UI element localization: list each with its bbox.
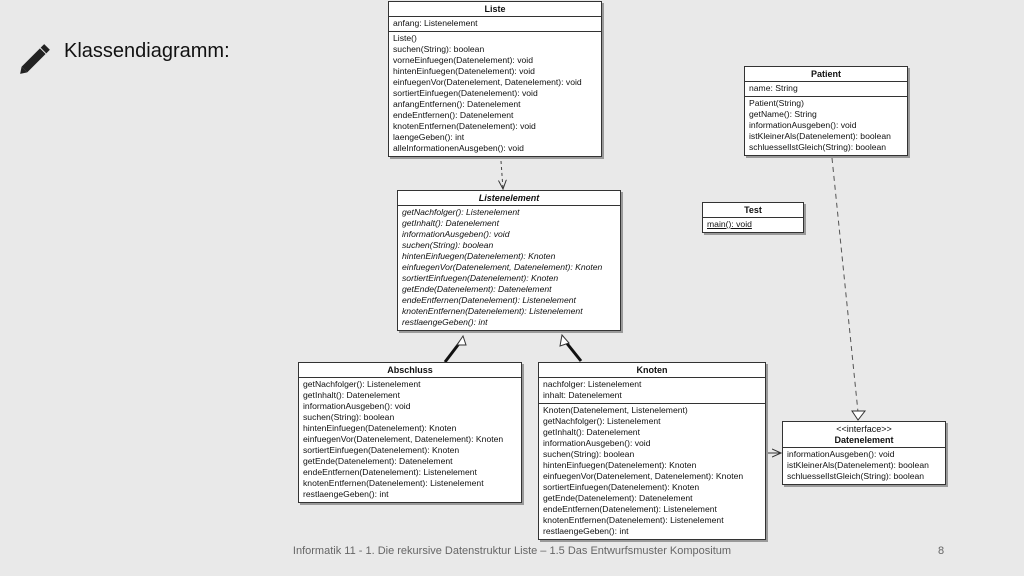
edge-knoten-listenelement	[563, 340, 583, 362]
method: schluesselIstGleich(String): boolean	[749, 142, 887, 152]
method: istKleinerAls(Datenelement): boolean	[749, 131, 891, 141]
method: einfuegenVor(Datenelement, Datenelement)…	[543, 471, 744, 481]
methods: main(): void	[703, 218, 803, 232]
method: suchen(String): boolean	[393, 44, 485, 54]
attribute: anfang: Listenelement	[393, 18, 478, 28]
class-name: Patient	[745, 67, 907, 82]
class-name: Knoten	[539, 363, 765, 378]
method: informationAusgeben(): void	[749, 120, 857, 130]
method: restlaengeGeben(): int	[303, 489, 389, 499]
method: sortiertEinfuegen(Datenelement): Knoten	[402, 273, 559, 283]
method: getNachfolger(): Listenelement	[402, 207, 520, 217]
method: sortiertEinfuegen(Datenelement): Knoten	[543, 482, 700, 492]
method: informationAusgeben(): void	[787, 449, 895, 459]
methods: Liste() suchen(String): boolean vorneEin…	[389, 32, 601, 156]
method: endeEntfernen(): Datenelement	[393, 110, 514, 120]
method: restlaengeGeben(): int	[402, 317, 488, 327]
attributes: anfang: Listenelement	[389, 17, 601, 32]
class-patient[interactable]: Patient name: String Patient(String) get…	[744, 66, 908, 156]
method: schluesselIstGleich(String): boolean	[787, 471, 925, 481]
method: hintenEinfuegen(Datenelement): Knoten	[543, 460, 697, 470]
stereotype: <<interface>>	[836, 424, 892, 434]
method: Patient(String)	[749, 98, 804, 108]
method: einfuegenVor(Datenelement, Datenelement)…	[393, 77, 582, 87]
methods: getNachfolger(): Listenelement getInhalt…	[398, 206, 620, 330]
methods: Patient(String) getName(): String inform…	[745, 97, 907, 155]
methods: informationAusgeben(): void istKleinerAl…	[783, 448, 945, 484]
method: knotenEntfernen(Datenelement): Listenele…	[402, 306, 583, 316]
attribute: name: String	[749, 83, 798, 93]
method: knotenEntfernen(Datenelement): Listenele…	[543, 515, 724, 525]
method: Liste()	[393, 33, 417, 43]
method: alleInformationenAusgeben(): void	[393, 143, 524, 153]
method: knotenEntfernen(Datenelement): Listenele…	[303, 478, 484, 488]
pencil-icon	[20, 44, 50, 74]
method: einfuegenVor(Datenelement, Datenelement)…	[402, 262, 603, 272]
attribute: inhalt: Datenelement	[543, 390, 622, 400]
class-name: Test	[703, 203, 803, 218]
method: main(): void	[707, 219, 752, 229]
method: endeEntfernen(Datenelement): Listeneleme…	[543, 504, 717, 514]
interface-datenelement[interactable]: <<interface>> Datenelement informationAu…	[782, 421, 946, 485]
edge-liste-listenelement	[501, 160, 503, 189]
method: anfangEntfernen(): Datenelement	[393, 99, 521, 109]
method: restlaengeGeben(): int	[543, 526, 629, 536]
realization-arrowhead	[851, 410, 867, 421]
class-name: Liste	[389, 2, 601, 17]
page-number: 8	[938, 545, 945, 557]
method: getEnde(Datenelement): Datenelement	[402, 284, 552, 294]
method: informationAusgeben(): void	[303, 401, 411, 411]
methods: getNachfolger(): Listenelement getInhalt…	[299, 378, 521, 502]
class-knoten[interactable]: Knoten nachfolger: Listenelement inhalt:…	[538, 362, 766, 540]
attribute: nachfolger: Listenelement	[543, 379, 642, 389]
method: istKleinerAls(Datenelement): boolean	[787, 460, 929, 470]
method: vorneEinfuegen(Datenelement): void	[393, 55, 533, 65]
method: getInhalt(): Datenelement	[543, 427, 640, 437]
method: laengeGeben(): int	[393, 132, 465, 142]
method: endeEntfernen(Datenelement): Listeneleme…	[303, 467, 477, 477]
method: getEnde(Datenelement): Datenelement	[543, 493, 693, 503]
slide-title: Klassendiagramm:	[64, 40, 230, 62]
method: sortiertEinfuegen(Datenelement): void	[393, 88, 538, 98]
method: getEnde(Datenelement): Datenelement	[303, 456, 453, 466]
generalization-arrowhead-abschluss	[456, 334, 467, 346]
method: informationAusgeben(): void	[543, 438, 651, 448]
methods: Knoten(Datenelement, Listenelement) getN…	[539, 404, 765, 539]
method: hintenEinfuegen(Datenelement): void	[393, 66, 535, 76]
method: hintenEinfuegen(Datenelement): Knoten	[402, 251, 556, 261]
edge-patient-datenelement	[831, 157, 859, 413]
method: getInhalt(): Datenelement	[303, 390, 400, 400]
class-name: Abschluss	[299, 363, 521, 378]
method: hintenEinfuegen(Datenelement): Knoten	[303, 423, 457, 433]
method: knotenEntfernen(Datenelement): void	[393, 121, 536, 131]
method: sortiertEinfuegen(Datenelement): Knoten	[303, 445, 460, 455]
class-test[interactable]: Test main(): void	[702, 202, 804, 233]
attributes: name: String	[745, 82, 907, 97]
method: suchen(String): boolean	[303, 412, 395, 422]
class-header: <<interface>> Datenelement	[783, 422, 945, 448]
method: suchen(String): boolean	[402, 240, 494, 250]
class-listenelement[interactable]: Listenelement getNachfolger(): Listenele…	[397, 190, 621, 331]
attributes: nachfolger: Listenelement inhalt: Datene…	[539, 378, 765, 404]
slide-footer: Informatik 11 - 1. Die rekursive Datenst…	[292, 545, 732, 557]
method: getNachfolger(): Listenelement	[303, 379, 421, 389]
method: getInhalt(): Datenelement	[402, 218, 499, 228]
method: getNachfolger(): Listenelement	[543, 416, 661, 426]
method: einfuegenVor(Datenelement, Datenelement)…	[303, 434, 504, 444]
method: Knoten(Datenelement, Listenelement)	[543, 405, 688, 415]
method: suchen(String): boolean	[543, 449, 635, 459]
method: endeEntfernen(Datenelement): Listeneleme…	[402, 295, 576, 305]
generalization-arrowhead-knoten	[559, 333, 570, 347]
class-name: Datenelement	[834, 435, 894, 445]
method: informationAusgeben(): void	[402, 229, 510, 239]
class-name: Listenelement	[398, 191, 620, 206]
method: getName(): String	[749, 109, 817, 119]
class-liste[interactable]: Liste anfang: Listenelement Liste() such…	[388, 1, 602, 157]
class-abschluss[interactable]: Abschluss getNachfolger(): Listenelement…	[298, 362, 522, 503]
